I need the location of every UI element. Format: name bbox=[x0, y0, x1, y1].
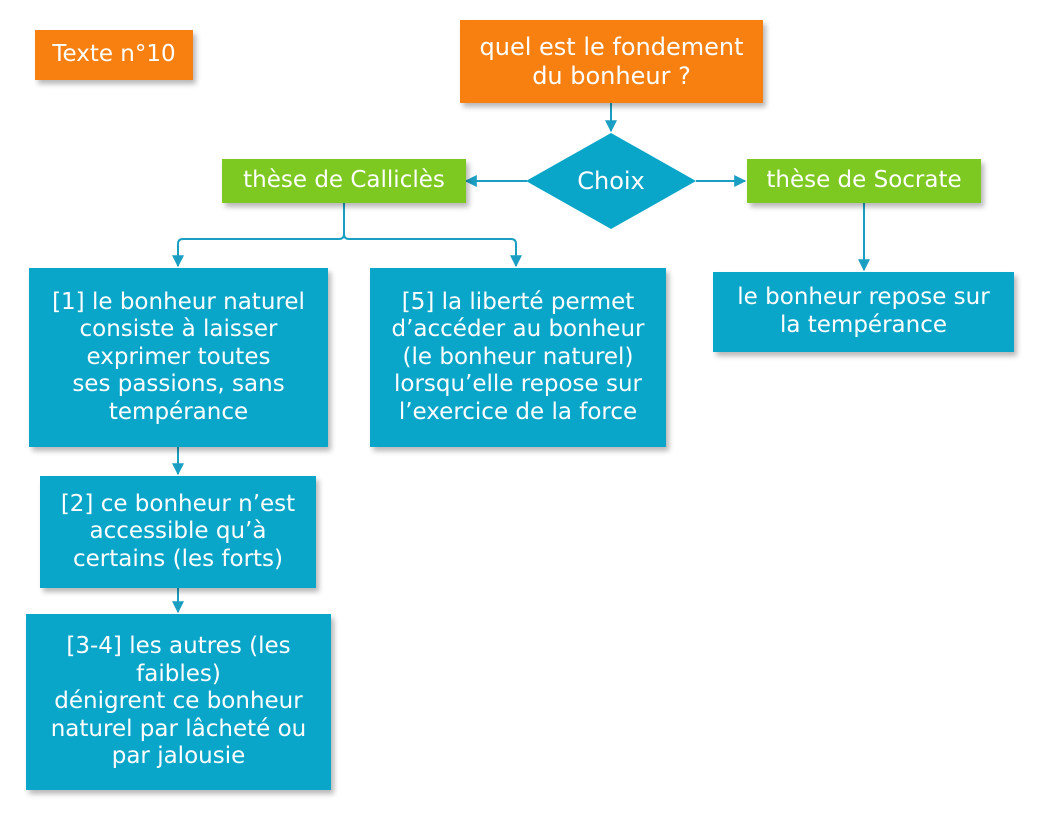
thesis-callicles: thèse de Calliclès bbox=[222, 159, 466, 203]
title-badge: Texte n°10 bbox=[35, 30, 193, 80]
point-2-label: [2] ce bonheur n’est accessible qu’à cer… bbox=[60, 490, 296, 572]
point-3-4-label: [3-4] les autres (les faibles) dénigrent… bbox=[50, 633, 307, 770]
point-socrates-label: le bonheur repose sur la tempérance bbox=[737, 284, 990, 338]
point-1-label: [1] le bonheur naturel consiste à laisse… bbox=[52, 288, 305, 425]
title-badge-label: Texte n°10 bbox=[52, 41, 176, 68]
point-5: [5] la liberté permet d’accéder au bonhe… bbox=[370, 268, 666, 447]
question-box: quel est le fondement du bonheur ? bbox=[460, 20, 763, 103]
point-1: [1] le bonheur naturel consiste à laisse… bbox=[29, 268, 328, 447]
thesis-socrates-label: thèse de Socrate bbox=[766, 167, 962, 194]
question-label: quel est le fondement du bonheur ? bbox=[479, 32, 744, 90]
point-2: [2] ce bonheur n’est accessible qu’à cer… bbox=[40, 476, 316, 588]
choice-label: Choix bbox=[577, 167, 645, 195]
thesis-socrates: thèse de Socrate bbox=[747, 159, 981, 203]
bracket-callicles bbox=[172, 203, 345, 268]
bracket-callicles-right bbox=[343, 233, 522, 268]
point-5-label: [5] la liberté permet d’accéder au bonhe… bbox=[391, 288, 645, 425]
thesis-callicles-label: thèse de Calliclès bbox=[243, 167, 445, 194]
choice-diamond bbox=[526, 133, 696, 229]
point-socrates: le bonheur repose sur la tempérance bbox=[713, 272, 1014, 352]
point-3-4: [3-4] les autres (les faibles) dénigrent… bbox=[26, 614, 331, 790]
